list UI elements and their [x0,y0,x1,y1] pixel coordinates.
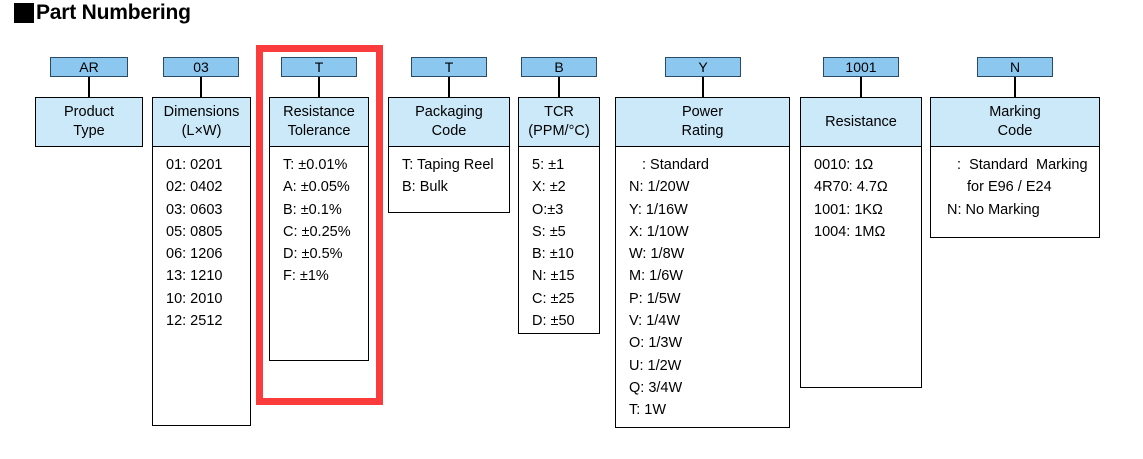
name-box-resistance: Resistance [800,97,922,147]
list-item: M: 1/6W [629,268,683,285]
list-item: F: ±1% [283,268,329,285]
list-item: O:±3 [532,201,564,218]
list-item: X: 1/10W [629,223,689,240]
connector-line [1014,77,1016,97]
list-item: 10: 2010 [166,290,223,307]
black-square-bullet-icon [14,3,34,23]
list-item: U: 1/2W [629,357,682,374]
list-item: : Standard Marking [957,157,1088,173]
list-item: 0010: 1Ω [814,157,874,173]
list-item: D: ±50 [532,313,575,330]
name-box-product-type: Product Type [35,97,143,147]
name-line-2: Rating [681,123,724,139]
list-item: C: ±25 [532,290,575,307]
list-item: 13: 1210 [166,268,223,285]
list-item: for E96 / E24 [967,179,1052,196]
connector-line [88,77,90,97]
list-item: 5: ±1 [532,157,565,173]
list-item: 05: 0805 [166,223,223,240]
list-item: B: ±10 [532,246,574,263]
name-line-2: (PPM/°C) [528,123,590,139]
name-line-2: Tolerance [287,123,351,139]
list-item: 12: 2512 [166,313,223,330]
name-box-marking: Marking Code [930,97,1100,147]
connector-line [860,77,862,97]
list-item: Y: 1/16W [629,201,688,218]
options-list-power-rating: : Standard N: 1/20W Y: 1/16W X: 1/10W W:… [615,147,790,428]
list-item: : Standard [642,157,709,173]
list-item: P: 1/5W [629,290,681,307]
name-line-1: Product [64,104,114,120]
code-box-product-type[interactable]: AR [50,57,128,77]
name-line-1: Resistance [283,104,355,120]
list-item: W: 1/8W [629,246,685,263]
connector-line [558,77,560,97]
code-box-marking[interactable]: N [977,57,1053,77]
list-item: A: ±0.05% [283,179,350,196]
connector-line [448,77,450,97]
name-line-1: Packaging [415,104,483,120]
code-box-packaging[interactable]: T [411,57,487,77]
list-item: S: ±5 [532,223,566,240]
name-line-2: (L×W) [181,123,222,139]
page-title-text: Part Numbering [36,1,191,24]
list-item: N: No Marking [947,201,1040,218]
list-item: 03: 0603 [166,201,223,218]
name-line-1: Marking [989,104,1041,120]
connector-line [318,77,320,97]
connector-line [702,77,704,97]
options-list-resistance-tolerance: T: ±0.01% A: ±0.05% B: ±0.1% C: ±0.25% D… [269,147,369,361]
name-line-1: Dimensions [163,104,240,120]
name-box-packaging: Packaging Code [388,97,510,147]
list-item: 06: 1206 [166,246,223,263]
options-list-packaging: T: Taping Reel B: Bulk [388,147,510,213]
name-line-2: Type [73,123,105,139]
list-item: 4R70: 4.7Ω [814,179,888,196]
code-box-resistance-tolerance[interactable]: T [281,57,357,77]
list-item: D: ±0.5% [283,246,343,263]
list-item: C: ±0.25% [283,223,351,240]
code-box-resistance[interactable]: 1001 [823,57,899,77]
options-list-marking: : Standard Marking for E96 / E24 N: No M… [930,147,1100,238]
list-item: 1004: 1MΩ [814,223,886,240]
list-item: O: 1/3W [629,335,683,352]
list-item: T: Taping Reel [402,157,494,173]
name-line-2: Code [431,123,467,139]
list-item: N: ±15 [532,268,575,285]
name-line-2: Code [997,123,1033,139]
name-line-1: Resistance [825,113,897,130]
list-item: 02: 0402 [166,179,223,196]
options-list-resistance: 0010: 1Ω 4R70: 4.7Ω 1001: 1KΩ 1004: 1MΩ [800,147,922,388]
list-item: X: ±2 [532,179,566,196]
list-item: 1001: 1KΩ [814,201,883,218]
list-item: B: ±0.1% [283,201,342,218]
list-item: B: Bulk [402,179,448,196]
name-box-power-rating: Power Rating [615,97,790,147]
name-box-resistance-tolerance: Resistance Tolerance [269,97,369,147]
code-box-power-rating[interactable]: Y [665,57,741,77]
list-item: T: 1W [629,402,667,419]
code-box-tcr[interactable]: B [521,57,597,77]
name-box-tcr: TCR (PPM/°C) [518,97,600,147]
options-list-tcr: 5: ±1 X: ±2 O:±3 S: ±5 B: ±10 N: ±15 C: … [518,147,600,334]
list-item: Q: 3/4W [629,379,683,396]
list-item: V: 1/4W [629,313,681,330]
list-item: 01: 0201 [166,157,223,173]
page-title: Part Numbering [14,2,191,24]
name-line-1: Power [681,104,724,120]
connector-line [200,77,202,97]
list-item: T: ±0.01% [283,157,348,173]
code-box-dimensions[interactable]: 03 [163,57,239,77]
list-item: N: 1/20W [629,179,690,196]
name-line-1: TCR [544,104,574,120]
name-box-dimensions: Dimensions (L×W) [152,97,251,147]
options-list-dimensions: 01: 0201 02: 0402 03: 0603 05: 0805 06: … [152,147,251,426]
